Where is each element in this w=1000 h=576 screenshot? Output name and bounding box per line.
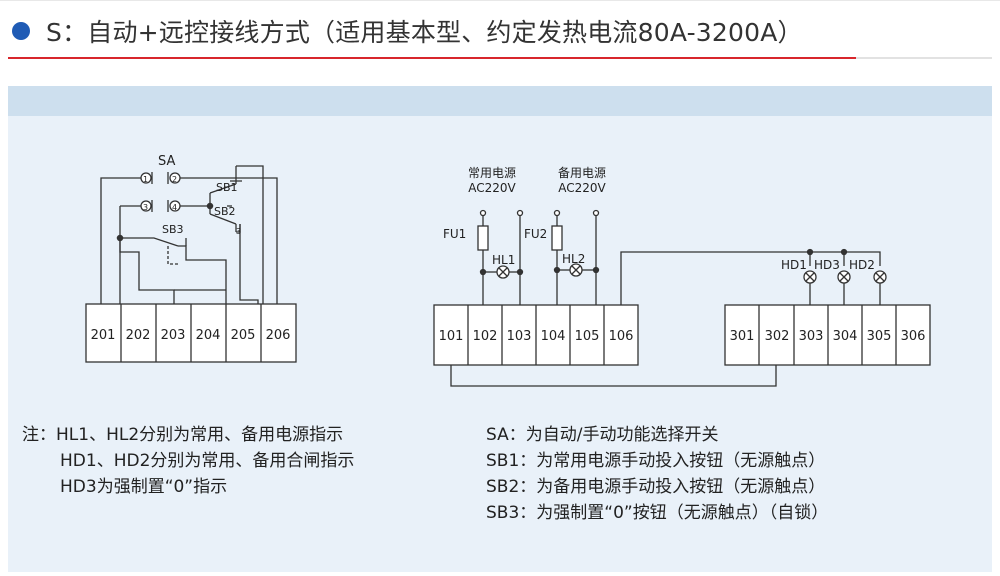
note-hd3: HD3为强制置“0”指示 bbox=[60, 477, 228, 497]
terminal-303: 303 bbox=[799, 329, 824, 344]
sb2-label: SB2 bbox=[214, 205, 236, 218]
sa-contact-1: 1 bbox=[143, 175, 148, 184]
middle-terminal-block: 101 102 103 104 105 106 bbox=[433, 304, 639, 366]
hd2-label: HD2 bbox=[849, 258, 875, 272]
supply-common-voltage: AC220V bbox=[468, 181, 516, 195]
note-hd: HD1、HD2分别为常用、备用合闸指示 bbox=[60, 451, 355, 471]
sb3-label: SB3 bbox=[162, 223, 184, 236]
notes-left: 注：HL1、HL2分别为常用、备用电源指示 HD1、HD2分别为常用、备用合闸指… bbox=[22, 422, 354, 500]
bullet-dot-icon bbox=[12, 22, 30, 40]
fu1-label: FU1 bbox=[443, 227, 466, 241]
note-sa: SA：为自动/手动功能选择开关 bbox=[486, 425, 719, 445]
fu2-label: FU2 bbox=[524, 227, 547, 241]
page-title: S：自动+远控接线方式（适用基本型、约定发热电流80A-3200A） bbox=[46, 18, 803, 47]
terminal-201: 201 bbox=[91, 328, 116, 343]
terminal-305: 305 bbox=[867, 329, 892, 344]
supply-backup-voltage: AC220V bbox=[558, 181, 606, 195]
hd1-label: HD1 bbox=[781, 258, 807, 272]
terminal-101: 101 bbox=[439, 329, 464, 344]
sb2-contact-3: 3 bbox=[236, 227, 241, 236]
right-terminal-block: 301 302 303 304 305 306 bbox=[724, 304, 931, 366]
left-terminal-block: 201 202 203 204 205 206 bbox=[85, 303, 297, 363]
note-hl: 注：HL1、HL2分别为常用、备用电源指示 bbox=[22, 425, 344, 445]
notes-right: SA：为自动/手动功能选择开关 SB1：为常用电源手动投入按钮（无源触点） SB… bbox=[486, 422, 828, 526]
title-bar: S：自动+远控接线方式（适用基本型、约定发热电流80A-3200A） bbox=[0, 0, 1000, 62]
sa-contact-3: 3 bbox=[143, 203, 148, 212]
terminal-304: 304 bbox=[833, 329, 858, 344]
supply-backup-label: 备用电源 bbox=[558, 166, 606, 180]
hl1-label: HL1 bbox=[492, 253, 515, 267]
sb1-label: SB1 bbox=[216, 181, 238, 194]
terminal-106: 106 bbox=[609, 329, 634, 344]
diagram-panel-header bbox=[8, 86, 992, 116]
terminal-102: 102 bbox=[473, 329, 498, 344]
sa-label: SA bbox=[158, 154, 175, 169]
terminal-205: 205 bbox=[231, 328, 256, 343]
terminal-301: 301 bbox=[730, 329, 755, 344]
sa-contact-2: 2 bbox=[172, 175, 177, 184]
terminal-203: 203 bbox=[161, 328, 186, 343]
title-underline bbox=[8, 57, 856, 59]
terminal-202: 202 bbox=[126, 328, 151, 343]
title-underline-grey bbox=[856, 57, 992, 59]
top-rule bbox=[0, 0, 1000, 1]
sa-contact-4: 4 bbox=[172, 203, 177, 212]
hl2-label: HL2 bbox=[562, 252, 585, 266]
terminal-204: 204 bbox=[196, 328, 221, 343]
terminal-103: 103 bbox=[507, 329, 532, 344]
note-sb1: SB1：为常用电源手动投入按钮（无源触点） bbox=[486, 451, 826, 471]
note-sb3: SB3：为强制置“0”按钮（无源触点）（自锁） bbox=[486, 503, 829, 523]
terminal-104: 104 bbox=[541, 329, 566, 344]
hd3-label: HD3 bbox=[814, 258, 840, 272]
terminal-302: 302 bbox=[765, 329, 790, 344]
supply-common-label: 常用电源 bbox=[468, 166, 516, 180]
terminal-306: 306 bbox=[901, 329, 926, 344]
note-sb2: SB2：为备用电源手动投入按钮（无源触点） bbox=[486, 477, 826, 497]
terminal-206: 206 bbox=[266, 328, 291, 343]
terminal-105: 105 bbox=[575, 329, 600, 344]
